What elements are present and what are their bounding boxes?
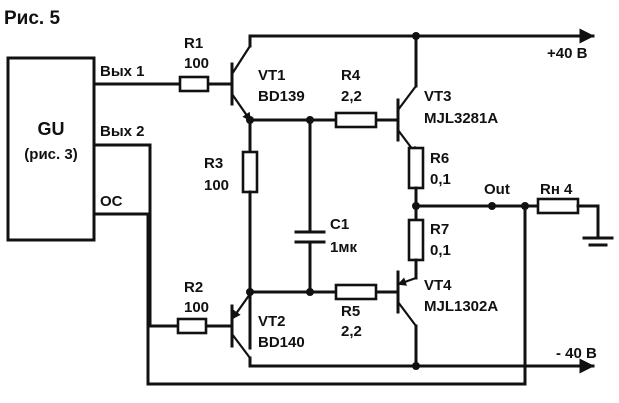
rail-negative-label: - 40 В [556, 345, 597, 362]
resistor-r4 [334, 111, 378, 129]
out2-label: Вых 2 [100, 123, 145, 140]
transistor-vt1 [230, 45, 252, 122]
resistor-rl [536, 197, 580, 215]
rl-name: Rн 4 [540, 181, 573, 198]
vt1-name: VT1 [258, 67, 286, 84]
r6-name: R6 [430, 150, 449, 167]
r5-name: R5 [341, 303, 360, 320]
transistor-vt3 [396, 85, 418, 156]
r4-name: R4 [341, 67, 361, 84]
r2-name: R2 [184, 279, 203, 296]
r3-value: 100 [204, 177, 229, 194]
node-c1-bottom [306, 288, 314, 296]
vt2-name: VT2 [258, 313, 286, 330]
r3-name: R3 [204, 155, 223, 172]
vt4-name: VT4 [424, 277, 452, 294]
node-vt4-rail [412, 362, 420, 370]
figure-title: Рис. 5 [4, 8, 60, 29]
node-lower [246, 288, 254, 296]
c1-name: C1 [330, 216, 349, 233]
c1-value: 1мк [330, 239, 357, 256]
r7-value: 0,1 [430, 242, 451, 259]
gu-block [6, 56, 96, 242]
capacitor-c1 [294, 118, 326, 294]
resistor-r6 [407, 146, 425, 190]
vt2-model: BD140 [258, 334, 305, 351]
node-output-left [412, 202, 420, 210]
r1-value: 100 [184, 55, 209, 72]
node-upper [246, 116, 254, 124]
resistor-r1 [178, 75, 210, 93]
node-feedback [521, 202, 529, 210]
vt3-name: VT3 [424, 88, 452, 105]
gu-block-name: GU [38, 119, 65, 139]
output-label: Out [484, 181, 510, 198]
out1-label: Вых 1 [100, 63, 145, 80]
node-output [488, 202, 496, 210]
r6-value: 0,1 [430, 171, 451, 188]
fb-label: ОС [100, 193, 123, 210]
resistor-r3 [241, 150, 259, 194]
vt4-model: MJL1302A [424, 298, 498, 315]
r1-name: R1 [184, 35, 203, 52]
transistor-vt4 [396, 270, 417, 327]
r5-value: 2,2 [341, 323, 362, 340]
wire-out2 [92, 143, 234, 328]
wire-load-ground [576, 204, 600, 238]
rail-negative [248, 356, 595, 374]
wire-feedback [92, 204, 527, 386]
node-c1-top [306, 116, 314, 124]
transistor-vt2 [230, 293, 251, 359]
vt1-model: BD139 [258, 88, 305, 105]
rail-positive [248, 28, 595, 48]
resistor-r2 [176, 317, 208, 335]
ground-icon [582, 236, 614, 247]
r7-name: R7 [430, 221, 449, 238]
resistor-r5 [334, 283, 378, 301]
gu-block-ref: (рис. 3) [24, 146, 77, 163]
r2-value: 100 [184, 299, 209, 316]
vt3-model: MJL3281A [424, 110, 498, 127]
rail-positive-label: +40 В [547, 45, 588, 62]
resistor-r7 [407, 218, 425, 262]
node-vt3-rail [412, 32, 420, 40]
r4-value: 2,2 [341, 88, 362, 105]
